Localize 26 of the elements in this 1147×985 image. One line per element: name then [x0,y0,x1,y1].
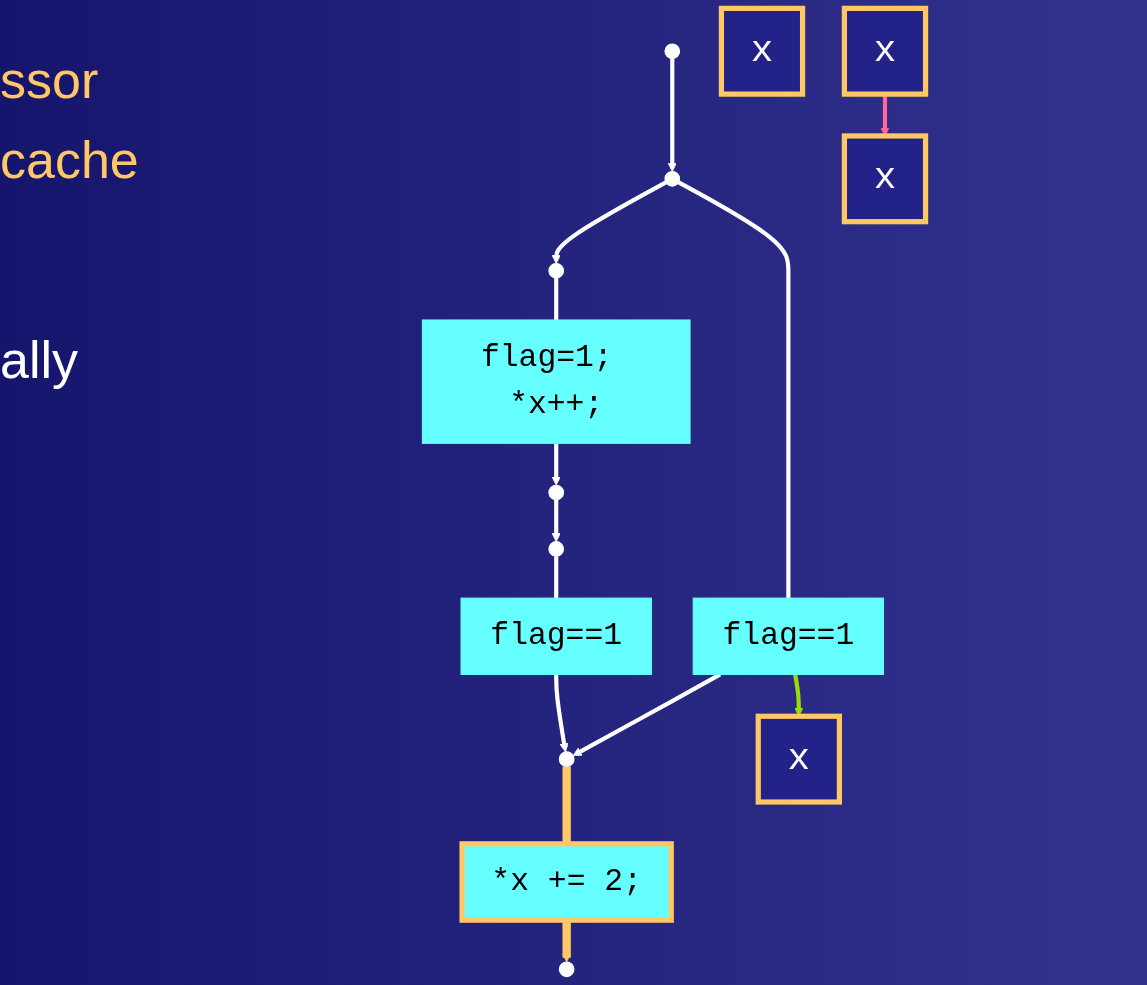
arrow [667,58,677,172]
node-box: flag==1 [692,597,884,675]
arrow [551,499,561,543]
connector [677,180,790,599]
node-circle [663,43,680,60]
node-circle [558,751,575,767]
node-circle [663,170,680,187]
slide-text: cache [0,130,140,191]
node-box: x [718,5,805,97]
node-box: flag==1 [460,597,652,675]
slide-text: ally [0,330,80,391]
node-circle [547,541,564,557]
node-box: x [841,133,928,225]
node-box: x [755,713,842,805]
node-circle [547,484,564,501]
node-circle [547,263,564,279]
node-box: x [841,5,928,97]
arrow [551,180,667,264]
connector [553,556,558,599]
node-box: *x += 2; [459,841,674,923]
slide-text: ssor [0,50,100,111]
arrow [553,674,569,753]
arrow [551,443,561,486]
node-circle [558,961,575,978]
connector [553,278,558,320]
node-box: flag=1; *x++; [421,319,691,444]
